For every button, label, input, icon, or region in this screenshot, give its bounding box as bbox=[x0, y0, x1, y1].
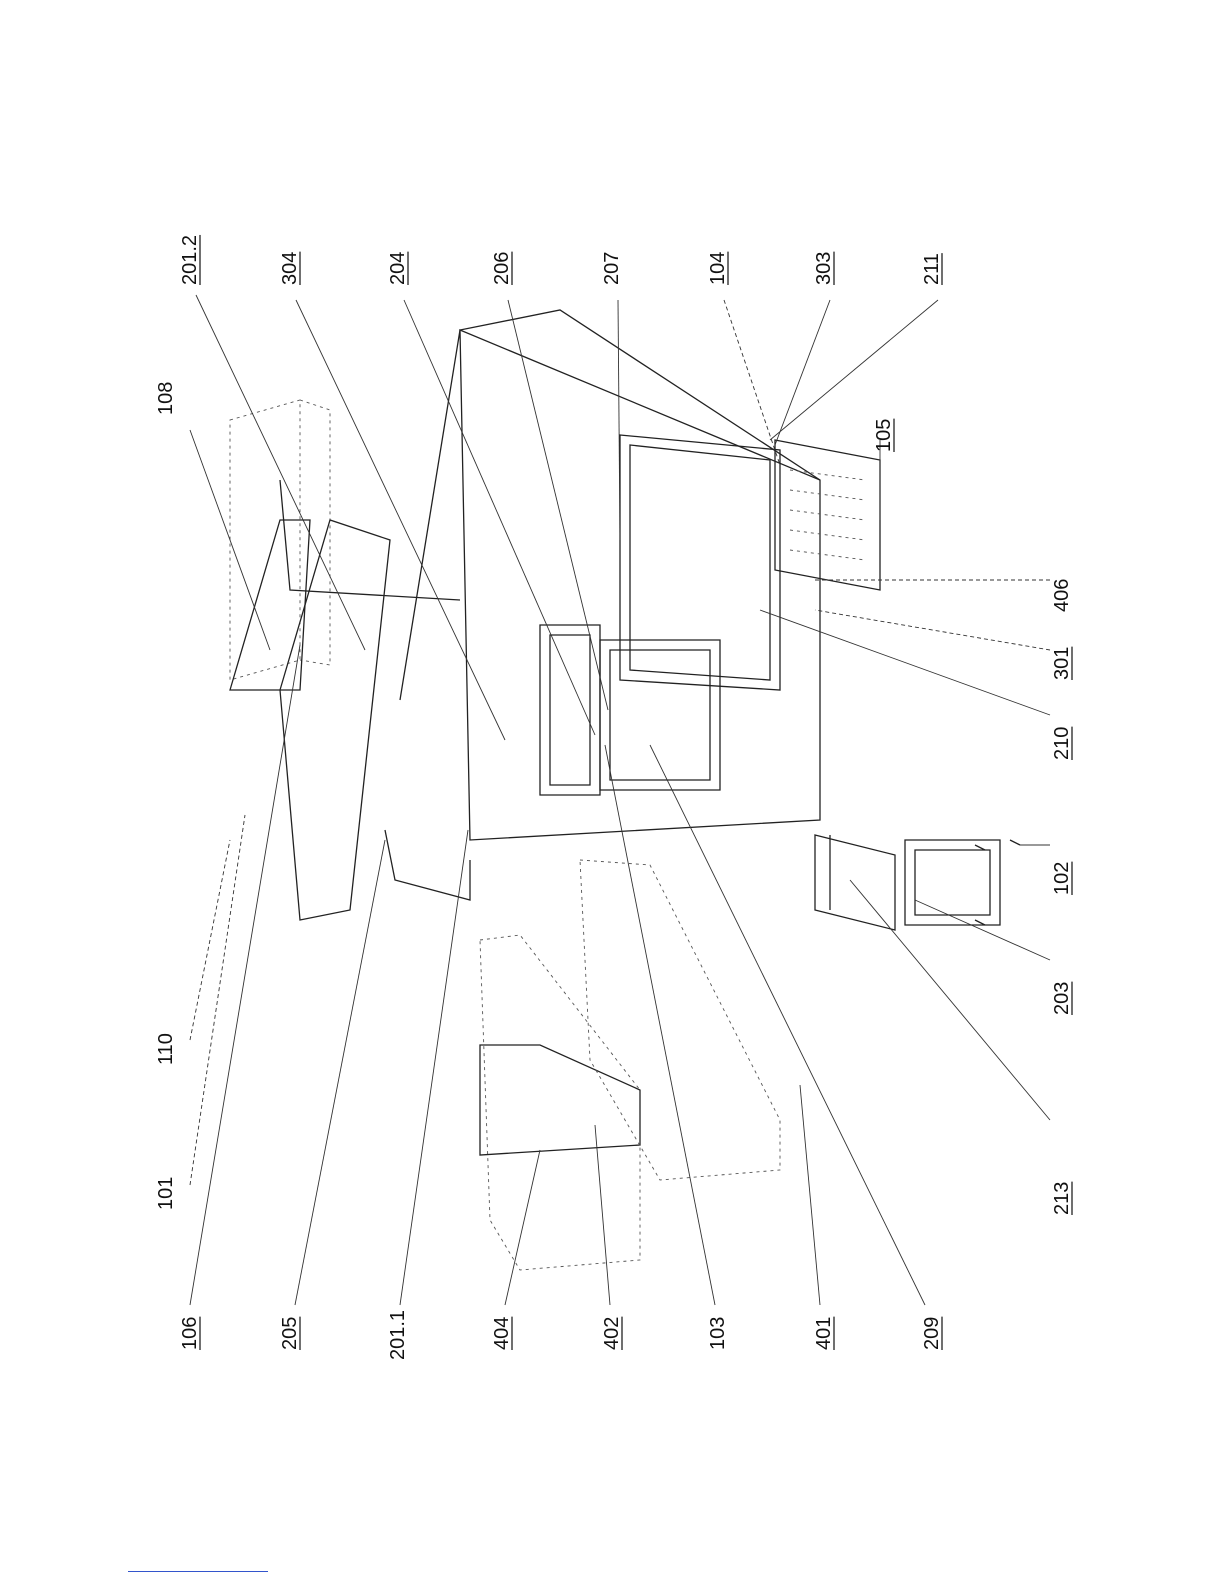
leader-401 bbox=[800, 1085, 820, 1305]
leader-201-1 bbox=[400, 830, 468, 1305]
leader-303 bbox=[775, 300, 830, 445]
part-grille-slots bbox=[790, 470, 865, 560]
callout-402: 402 bbox=[601, 1317, 623, 1350]
leader-203 bbox=[915, 900, 1050, 960]
part-panel-frame bbox=[280, 520, 390, 920]
leader-201-2 bbox=[196, 295, 365, 650]
callout-102: 102 bbox=[1051, 862, 1073, 895]
part-side-panel bbox=[480, 935, 640, 1270]
callout-105: 105 bbox=[873, 419, 895, 452]
callout-201-2: 201.2 bbox=[179, 235, 201, 285]
callout-207: 207 bbox=[601, 252, 623, 285]
part-base-legs bbox=[975, 840, 1020, 925]
leader-204 bbox=[404, 300, 595, 735]
leader-110 bbox=[190, 840, 230, 1040]
leader-209 bbox=[650, 745, 925, 1305]
part-cabinet-body bbox=[460, 330, 820, 840]
leader-205 bbox=[295, 840, 385, 1305]
part-door-frame-lower bbox=[600, 640, 720, 790]
callout-301: 301 bbox=[1051, 647, 1073, 680]
leader-402 bbox=[595, 1125, 610, 1305]
leader-301 bbox=[815, 610, 1050, 650]
part-long-panel bbox=[580, 860, 780, 1180]
part-door-frame bbox=[540, 625, 600, 795]
callout-401: 401 bbox=[813, 1317, 835, 1350]
callout-underlines bbox=[200, 235, 1072, 1350]
footer-rule bbox=[128, 1571, 268, 1572]
leader-207 bbox=[618, 300, 620, 540]
drawing-parts bbox=[230, 310, 1020, 1270]
part-rear-frame bbox=[620, 435, 780, 690]
callout-206: 206 bbox=[491, 252, 513, 285]
callout-404: 404 bbox=[491, 1317, 513, 1350]
callout-303: 303 bbox=[813, 252, 835, 285]
leader-404 bbox=[505, 1150, 540, 1305]
part-front-panel bbox=[480, 1045, 640, 1155]
callout-205: 205 bbox=[279, 1317, 301, 1350]
callout-106: 106 bbox=[179, 1317, 201, 1350]
callout-203: 203 bbox=[1051, 982, 1073, 1015]
callout-201-1: 201.1 bbox=[387, 1310, 409, 1360]
callout-211: 211 bbox=[921, 253, 943, 285]
part-bracket bbox=[385, 830, 470, 900]
callout-101: 101 bbox=[155, 1177, 177, 1210]
leader-104 bbox=[724, 300, 780, 465]
leader-304 bbox=[296, 300, 505, 740]
callout-209: 209 bbox=[921, 1317, 943, 1350]
callout-labels: 201.2 304 204 206 207 104 303 211 108 11… bbox=[155, 235, 1073, 1360]
leader-211 bbox=[770, 300, 938, 440]
leader-106 bbox=[190, 645, 300, 1305]
leader-108 bbox=[190, 430, 270, 650]
callout-104: 104 bbox=[707, 252, 729, 285]
callout-103: 103 bbox=[707, 1317, 729, 1350]
callout-110: 110 bbox=[155, 1033, 177, 1065]
callout-304: 304 bbox=[279, 252, 301, 285]
part-base-box bbox=[815, 835, 895, 930]
part-control-panel bbox=[230, 520, 310, 690]
callout-213: 213 bbox=[1051, 1182, 1073, 1215]
callout-406: 406 bbox=[1051, 579, 1073, 612]
callout-210: 210 bbox=[1051, 727, 1073, 760]
leader-206 bbox=[508, 300, 608, 710]
part-base-tray bbox=[905, 840, 1000, 925]
callout-108: 108 bbox=[155, 382, 177, 415]
callout-204: 204 bbox=[387, 252, 409, 285]
leader-101 bbox=[190, 815, 245, 1185]
